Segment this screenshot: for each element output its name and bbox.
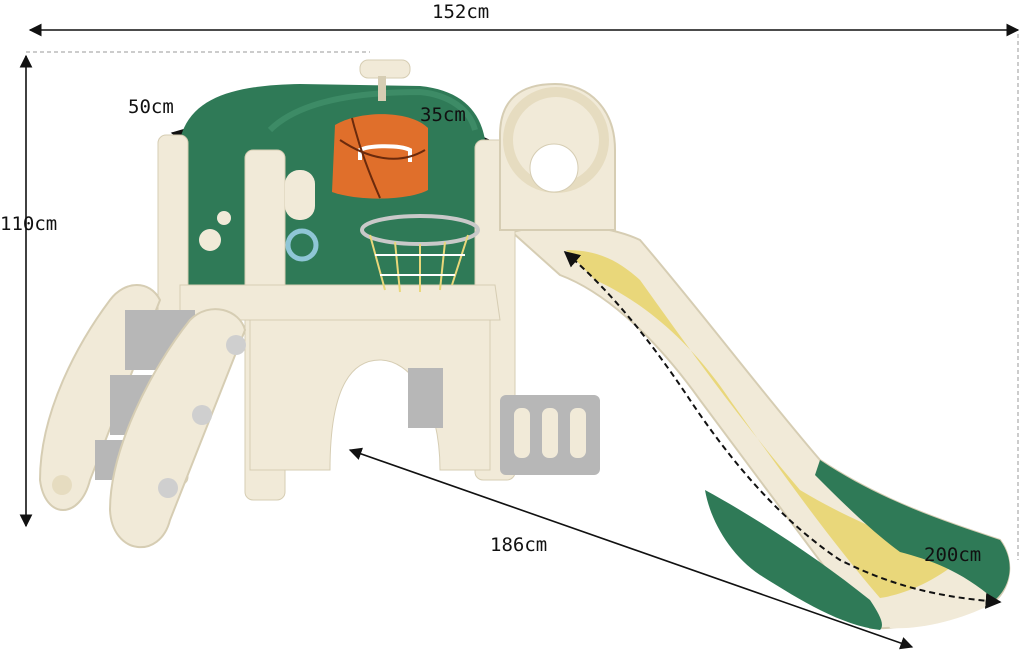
- slide: [509, 224, 1011, 630]
- base-length-label: 186cm: [490, 534, 548, 556]
- depth-label: 50cm: [128, 96, 174, 118]
- wheel: [499, 82, 616, 231]
- platform-width-label: 35cm: [420, 104, 466, 126]
- guide-lines: [26, 34, 1019, 560]
- stairs: [38, 284, 247, 548]
- height-label: 110cm: [0, 213, 58, 235]
- slide-length-label: 200cm: [924, 544, 982, 566]
- total-width-label: 152cm: [432, 1, 490, 23]
